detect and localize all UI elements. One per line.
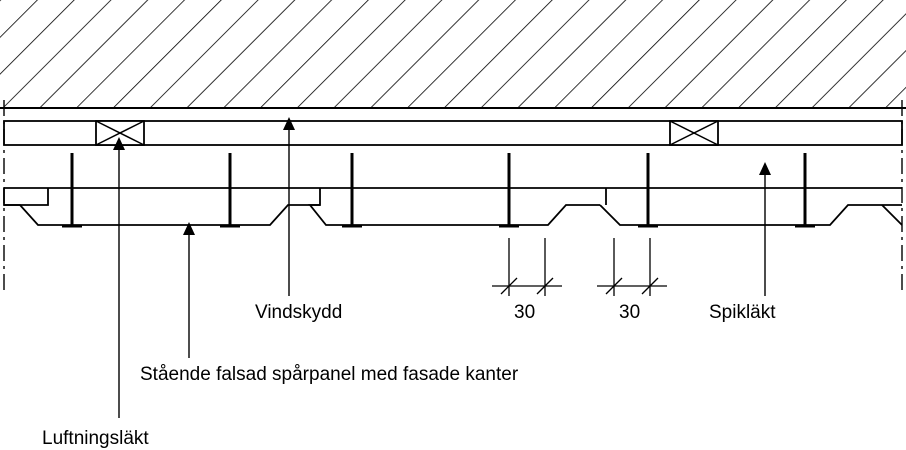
panel-boards	[4, 188, 903, 226]
nailing-batten	[3, 187, 902, 206]
leader-vindskydd	[283, 117, 295, 296]
dimension-value-2: 30	[619, 302, 640, 323]
label-luftningslakt: Luftningsläkt	[42, 428, 149, 449]
nails	[62, 153, 815, 228]
leader-luftningslakt	[113, 137, 125, 418]
label-vindskydd: Vindskydd	[255, 302, 342, 323]
wall-hatch	[0, 0, 906, 109]
dimension-value-1: 30	[514, 302, 535, 323]
ventilation-batten	[669, 120, 719, 146]
dimension-line-1	[492, 238, 562, 296]
label-spiklakt: Spikläkt	[709, 302, 776, 323]
leader-panel	[183, 222, 195, 358]
leader-spiklakt	[759, 162, 771, 296]
label-panel: Stående falsad spårpanel med fasade kant…	[140, 364, 519, 385]
dimension-line-2	[597, 238, 667, 296]
